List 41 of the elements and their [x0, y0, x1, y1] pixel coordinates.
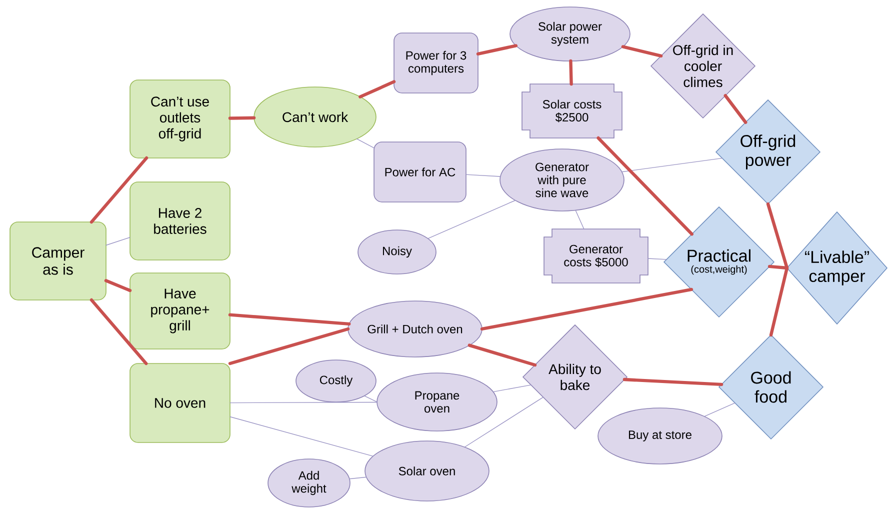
rounded-box: Can’t use outlets off-grid — [130, 80, 230, 158]
cost-plaque: Generator costs $5000 — [544, 228, 648, 284]
connector-line — [476, 44, 518, 56]
cost-plaque: Solar costs $2500 — [522, 84, 622, 138]
connector-line — [766, 202, 789, 270]
connector-line — [466, 174, 501, 177]
connector-line — [104, 279, 132, 292]
connector-line — [704, 402, 736, 417]
rounded-box: No oven — [130, 363, 230, 443]
connector-line — [596, 136, 694, 236]
connector-line — [768, 264, 789, 270]
rounded-box: Camper as is — [10, 222, 106, 300]
connector-line — [569, 59, 573, 86]
connector-line — [648, 258, 667, 260]
rounded-box: Power for 3 computers — [394, 32, 478, 94]
connector-line — [724, 94, 748, 124]
connector-line — [106, 237, 130, 246]
connector-line — [364, 395, 378, 402]
rounded-box: Have propane+ grill — [130, 272, 230, 350]
connector-line — [230, 416, 374, 456]
rounded-box: Have 2 batteries — [130, 182, 230, 260]
connector-line — [621, 45, 663, 58]
connector-line — [769, 266, 789, 337]
connector-line — [228, 116, 256, 120]
connector-line — [228, 313, 351, 326]
connector-line — [228, 327, 350, 366]
connector-line — [90, 298, 148, 366]
connector-line — [356, 138, 374, 148]
connector-line — [358, 80, 396, 98]
connector-line — [622, 378, 724, 386]
connector-line — [575, 210, 584, 230]
connector-line — [621, 158, 723, 172]
connector-line — [492, 384, 532, 392]
connector-line — [90, 156, 148, 224]
connector-line — [464, 396, 544, 448]
connector-line — [349, 476, 367, 480]
rounded-box: Power for AC — [374, 142, 466, 202]
connector-line — [480, 288, 694, 331]
connector-line — [230, 402, 378, 404]
connector-line — [428, 200, 516, 239]
connector-line — [468, 344, 537, 367]
